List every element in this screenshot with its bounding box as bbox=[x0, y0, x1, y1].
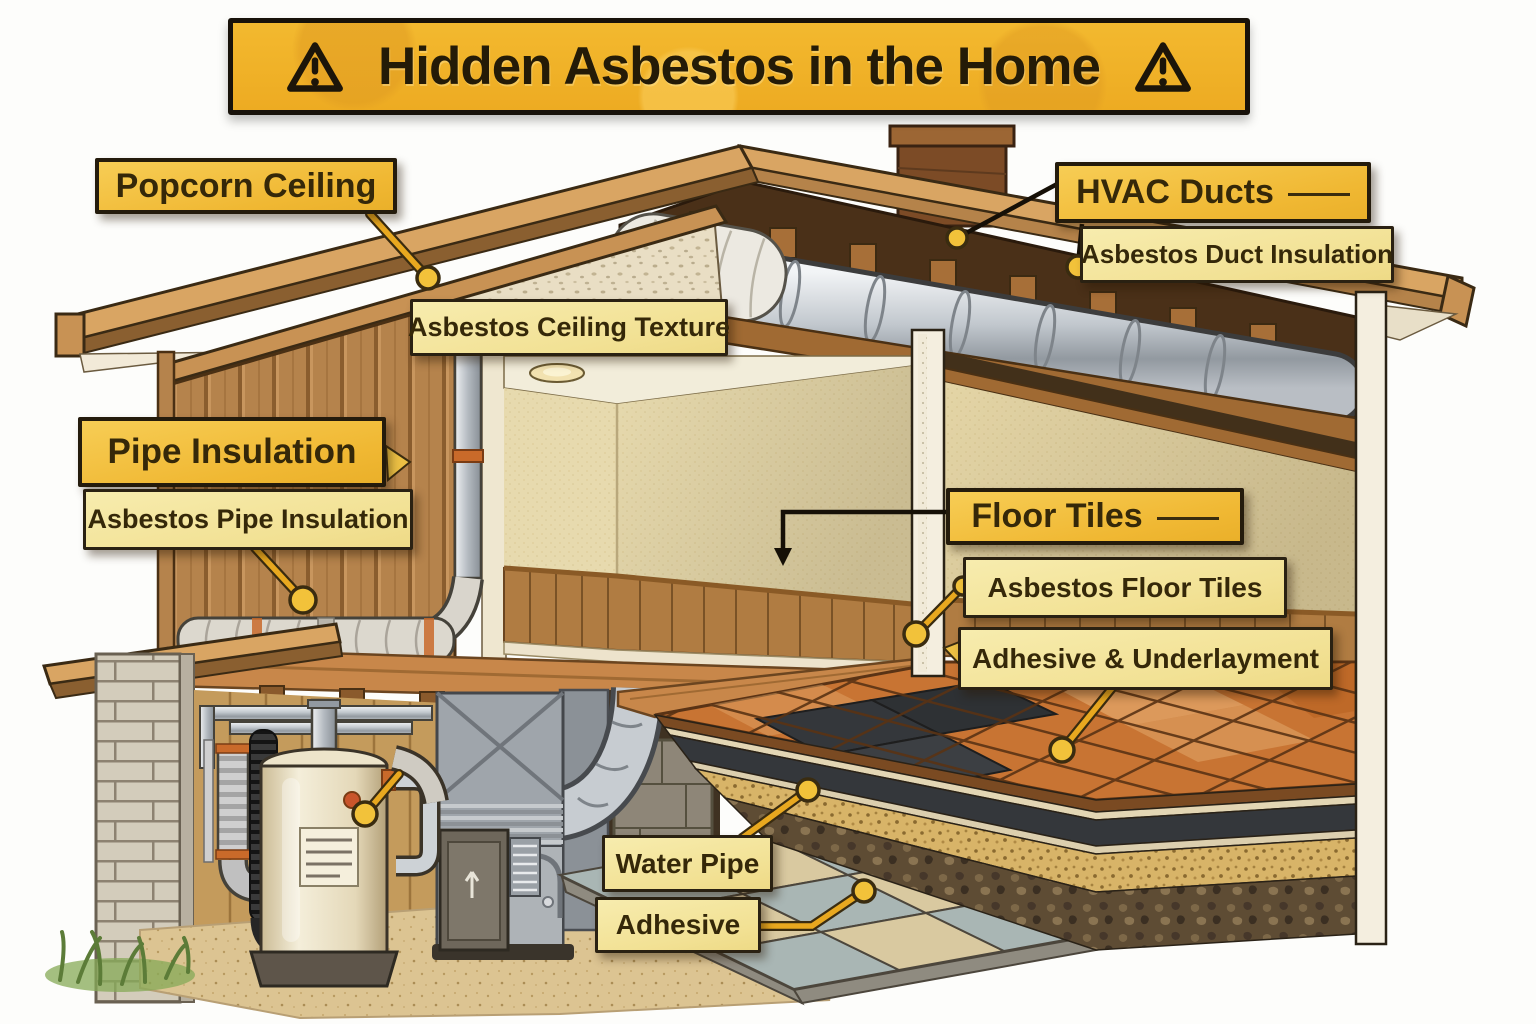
label-asbestos-pipe-insulation: Asbestos Pipe Insulation bbox=[83, 489, 413, 550]
grass bbox=[45, 930, 195, 992]
foundation-wall bbox=[94, 652, 195, 1004]
page-title: Hidden Asbestos in the Home bbox=[378, 37, 1101, 96]
title-banner: Hidden Asbestos in the Home bbox=[228, 18, 1250, 115]
dot-adhesive-underlayment bbox=[1048, 736, 1076, 764]
label-text: Asbestos Ceiling Texture bbox=[407, 312, 731, 342]
right-soffit bbox=[944, 352, 1356, 458]
label-asbestos-floor-tiles: Asbestos Floor Tiles bbox=[963, 557, 1287, 618]
label-water-pipe: Water Pipe bbox=[602, 835, 773, 892]
dot-popcorn bbox=[415, 265, 441, 291]
label-text: Asbestos Duct Insulation bbox=[1080, 239, 1394, 269]
pipe-insulation-pointer bbox=[384, 444, 412, 483]
label-text: Popcorn Ceiling bbox=[115, 166, 377, 205]
label-text: Water Pipe bbox=[615, 847, 760, 879]
water-heater bbox=[199, 698, 449, 988]
dot-adhesive bbox=[851, 878, 877, 904]
label-text: Floor Tiles bbox=[971, 497, 1143, 535]
label-floor-tiles: Floor Tiles bbox=[946, 488, 1244, 545]
label-text: Adhesive & Underlayment bbox=[972, 642, 1319, 674]
label-dash bbox=[1156, 517, 1219, 520]
label-popcorn-ceiling: Popcorn Ceiling bbox=[95, 158, 397, 214]
label-text: HVAC Ducts bbox=[1076, 173, 1274, 211]
dot-hvac bbox=[945, 226, 969, 250]
arrow-down bbox=[774, 548, 792, 566]
dot-floor-tiles-b bbox=[902, 620, 930, 648]
warning-icon bbox=[1135, 41, 1191, 92]
label-asbestos-duct-insulation: Asbestos Duct Insulation bbox=[1080, 226, 1394, 283]
label-dash bbox=[1287, 193, 1350, 196]
label-text: Adhesive bbox=[615, 909, 741, 940]
label-text: Asbestos Floor Tiles bbox=[987, 571, 1263, 603]
label-text: Asbestos Pipe Insulation bbox=[87, 504, 409, 534]
dot-pipe-insulation bbox=[288, 585, 318, 615]
label-adhesive: Adhesive bbox=[595, 897, 761, 953]
dot-water-pipe bbox=[795, 777, 821, 803]
label-text: Pipe Insulation bbox=[107, 432, 357, 471]
label-hvac-ducts: HVAC Ducts bbox=[1055, 162, 1371, 223]
outer-wall-beam bbox=[1354, 290, 1388, 946]
label-adhesive-underlayment: Adhesive & Underlayment bbox=[958, 627, 1333, 690]
warning-icon bbox=[287, 41, 343, 92]
label-pipe-insulation: Pipe Insulation bbox=[78, 417, 386, 487]
dot-water-heater bbox=[351, 800, 379, 828]
label-asbestos-ceiling-texture: Asbestos Ceiling Texture bbox=[407, 299, 731, 356]
